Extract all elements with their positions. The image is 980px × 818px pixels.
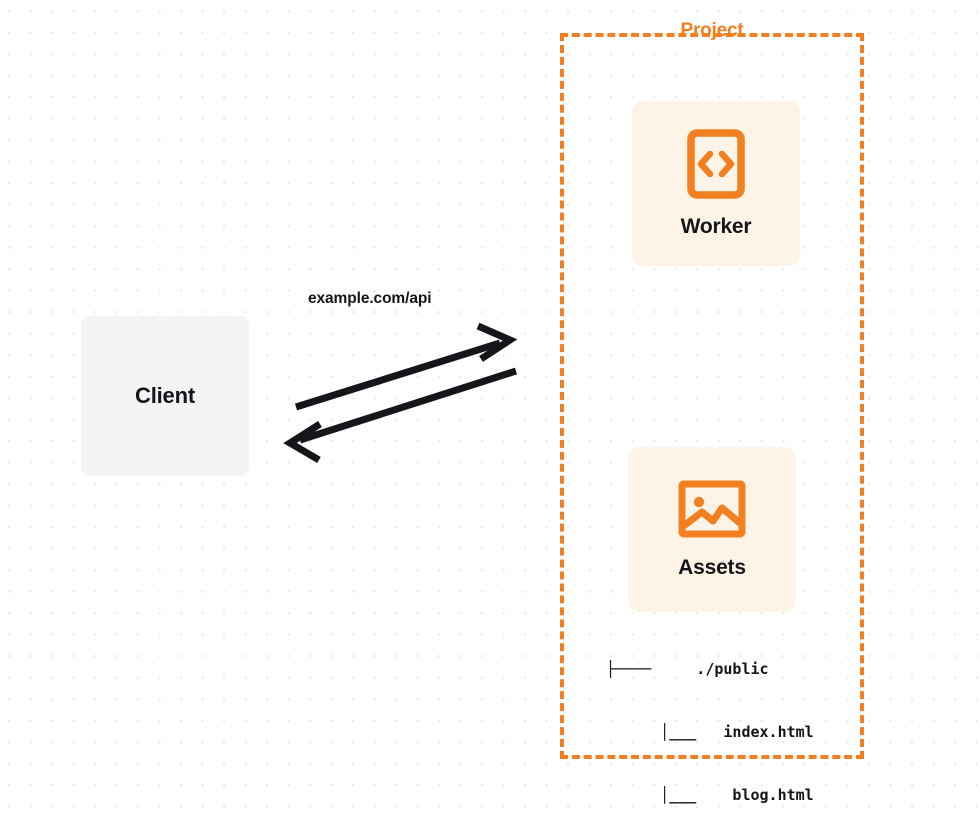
worker-card[interactable]: Worker — [632, 101, 800, 266]
request-arrow — [294, 322, 518, 411]
client-node: Client — [81, 316, 249, 476]
assets-card-label: Assets — [678, 555, 746, 579]
file-tree-row: │___ blog.html — [606, 786, 814, 804]
response-arrow — [283, 367, 518, 464]
worker-card-label: Worker — [680, 214, 752, 238]
asset-file-tree: ├──── ./public │___ index.html │___ blog… — [606, 617, 814, 818]
file-tree-row: ├──── ./public — [606, 660, 769, 678]
connection-label: example.com/api — [308, 290, 432, 307]
file-tree-row: │___ index.html — [606, 723, 814, 741]
assets-card[interactable]: Assets — [628, 447, 796, 612]
project-group-border — [560, 33, 864, 759]
project-group-title: Project — [680, 20, 744, 41]
client-node-label: Client — [135, 383, 195, 408]
code-brackets-icon — [687, 128, 745, 199]
image-icon — [678, 480, 746, 538]
